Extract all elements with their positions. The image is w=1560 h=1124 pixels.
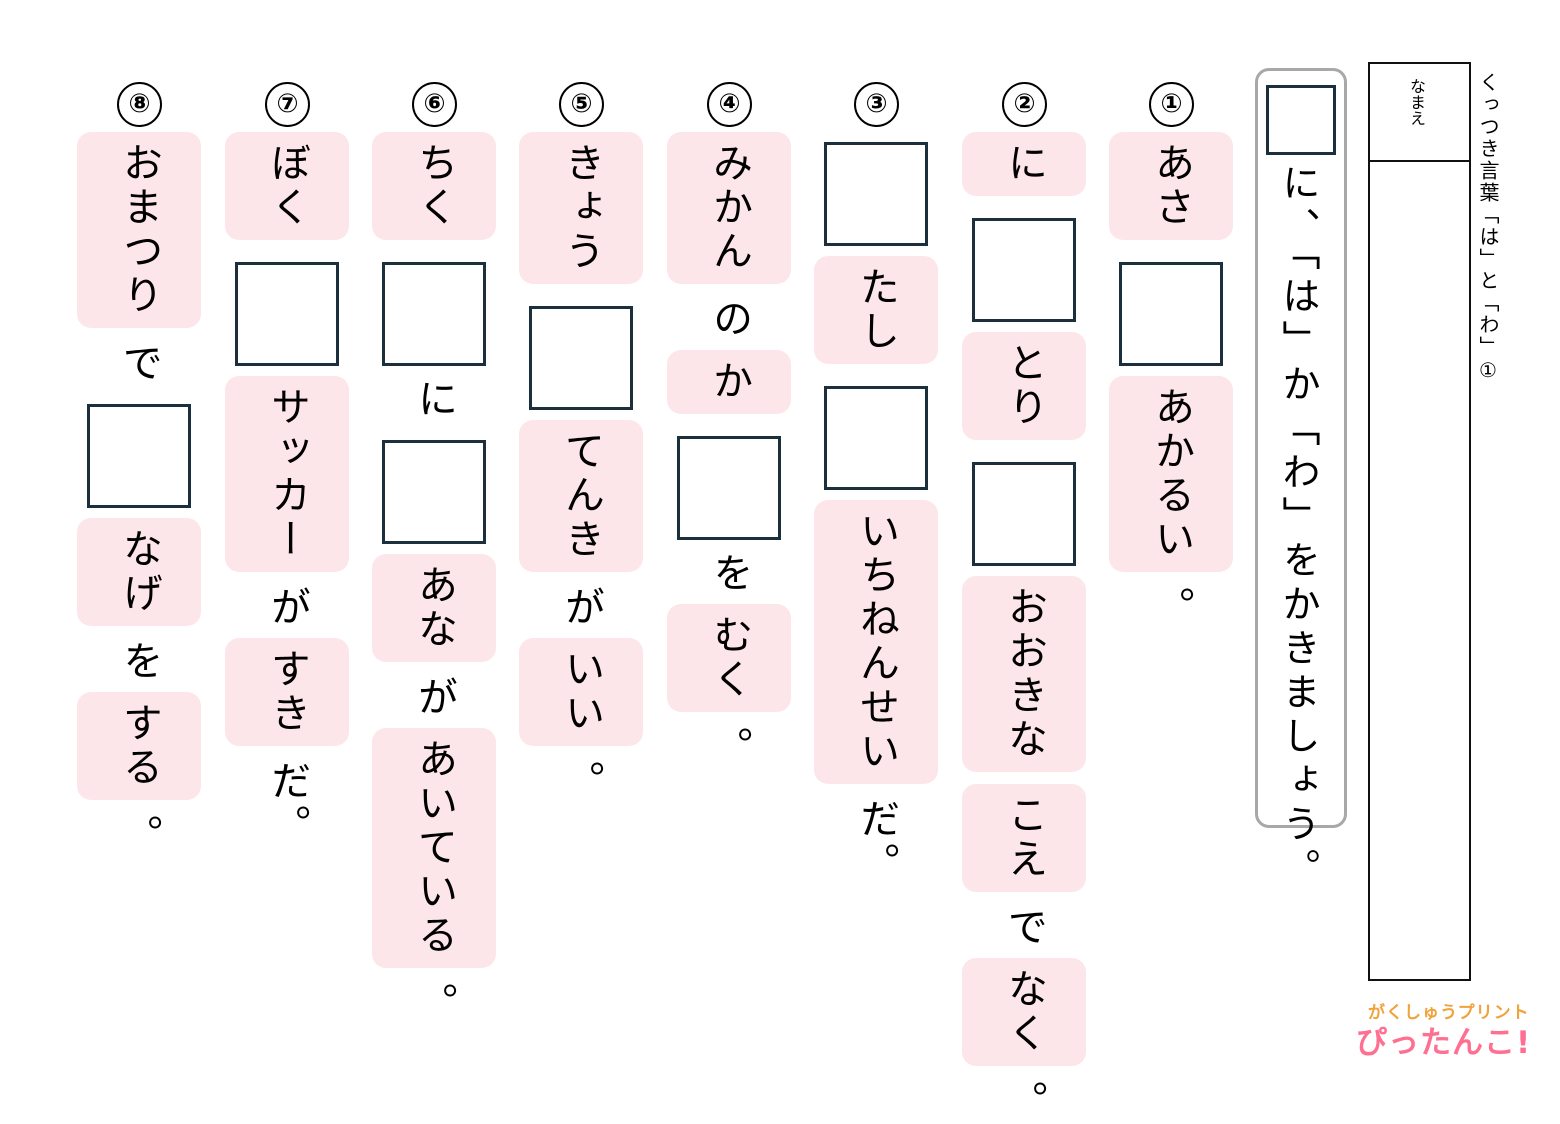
word-highlight: [667, 132, 791, 284]
particle-text: 。: [558, 760, 604, 804]
name-divider: [1370, 160, 1469, 162]
word-text: に: [1001, 142, 1047, 186]
word-text: あかるい: [1148, 386, 1194, 562]
particle-text: で: [1001, 906, 1047, 950]
particle-text: だ。: [853, 798, 899, 886]
word-highlight: [519, 132, 643, 284]
question-number: ①: [1149, 82, 1194, 127]
word-text: サッカー: [264, 386, 310, 562]
word-text: か: [706, 360, 752, 404]
logo: ぴったんこ!: [1356, 1025, 1532, 1061]
particle-text: 。: [411, 982, 457, 1026]
word-text: する: [116, 702, 162, 790]
word-text: おおきな: [1001, 586, 1047, 762]
word-text: とり: [1001, 342, 1047, 430]
word-text: てんき: [558, 430, 604, 562]
word-text: きょう: [558, 142, 604, 274]
word-highlight: [667, 604, 791, 712]
word-text: たし: [853, 266, 899, 354]
question-number: ③: [854, 82, 899, 127]
word-text: あな: [411, 564, 457, 652]
word-text: あいている: [411, 738, 457, 958]
word-text: いちねんせい: [853, 510, 899, 774]
answer-box[interactable]: [382, 262, 486, 366]
answer-box[interactable]: [1119, 262, 1223, 366]
particle-text: に: [411, 378, 457, 422]
answer-box[interactable]: [824, 142, 928, 246]
answer-box[interactable]: [382, 440, 486, 544]
word-highlight: [225, 376, 349, 572]
instruction-sample-box: [1266, 85, 1336, 155]
question-number: ⑥: [412, 82, 457, 127]
word-highlight: [225, 638, 349, 746]
word-highlight: [519, 420, 643, 572]
question-number: ④: [707, 82, 752, 127]
particle-text: で: [116, 342, 162, 386]
particle-text: を: [116, 640, 162, 684]
answer-box[interactable]: [235, 262, 339, 366]
particle-text: 。: [1148, 586, 1194, 630]
particle-text: の: [706, 298, 752, 342]
word-highlight: [77, 692, 201, 800]
name-label: なまえ: [1407, 78, 1426, 126]
logo-subtitle: がくしゅうプリント: [1368, 1003, 1530, 1023]
answer-box[interactable]: [677, 436, 781, 540]
word-highlight: [372, 132, 496, 240]
word-highlight: [962, 576, 1086, 772]
answer-box[interactable]: [972, 462, 1076, 566]
word-highlight: [225, 132, 349, 240]
word-text: すき: [264, 648, 310, 736]
word-text: ぼく: [264, 142, 310, 230]
word-text: なく: [1001, 968, 1047, 1056]
word-highlight: [962, 332, 1086, 440]
particle-text: を: [706, 552, 752, 596]
particle-text: が: [558, 586, 604, 630]
answer-box[interactable]: [529, 306, 633, 410]
particle-text: が: [411, 676, 457, 720]
word-highlight: [962, 132, 1086, 196]
word-highlight: [962, 958, 1086, 1066]
instruction-box: [1255, 68, 1347, 828]
word-highlight: [814, 500, 938, 784]
word-highlight: [519, 638, 643, 746]
word-text: ちく: [411, 142, 457, 230]
word-highlight: [1109, 376, 1233, 572]
particle-text: だ。: [264, 760, 310, 848]
word-text: おまつり: [116, 142, 162, 318]
word-text: あさ: [1148, 142, 1194, 230]
word-highlight: [77, 132, 201, 328]
word-text: みかん: [706, 142, 752, 274]
answer-box[interactable]: [824, 386, 928, 490]
word-highlight: [372, 554, 496, 662]
particle-text: 。: [1001, 1080, 1047, 1124]
particle-text: 。: [706, 726, 752, 770]
word-highlight: [814, 256, 938, 364]
word-highlight: [962, 784, 1086, 892]
particle-text: が: [264, 586, 310, 630]
answer-box[interactable]: [972, 218, 1076, 322]
word-highlight: [1109, 132, 1233, 240]
word-highlight: [77, 518, 201, 626]
word-text: いい: [558, 648, 604, 736]
word-highlight: [667, 350, 791, 414]
question-number: ②: [1002, 82, 1047, 127]
particle-text: 。: [116, 814, 162, 858]
name-field[interactable]: なまえ: [1368, 62, 1471, 981]
word-text: むく: [706, 614, 752, 702]
word-text: こえ: [1001, 794, 1047, 882]
word-text: なげ: [116, 528, 162, 616]
question-number: ⑤: [559, 82, 604, 127]
worksheet-title: くっつき言葉「は」と「わ」①: [1476, 72, 1500, 384]
instruction-text: に、「は」か「わ」をかきましょう。: [1276, 163, 1320, 892]
word-highlight: [372, 728, 496, 968]
question-number: ⑦: [265, 82, 310, 127]
question-number: ⑧: [117, 82, 162, 127]
answer-box[interactable]: [87, 404, 191, 508]
